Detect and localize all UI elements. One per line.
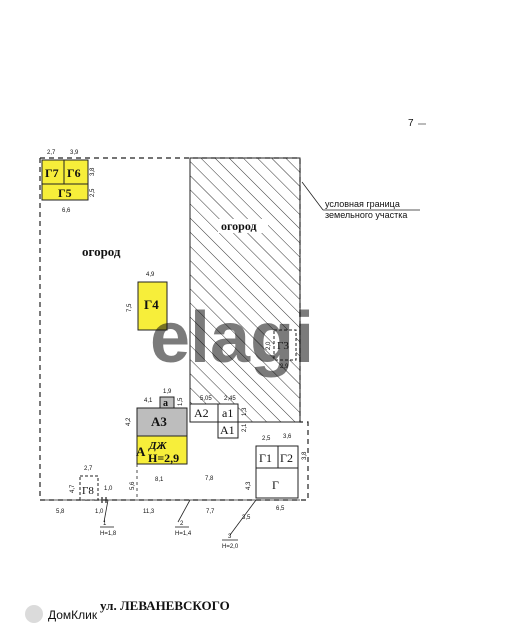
dzh-label: ДЖ xyxy=(148,440,168,452)
marker-2-leader xyxy=(177,499,191,523)
dim-1-9: 1,9 xyxy=(163,389,172,395)
dim-1-3: 1,3 xyxy=(242,407,248,416)
g3-building xyxy=(273,329,297,361)
dim-3-8b: 3,8 xyxy=(302,451,308,460)
boundary-leader xyxy=(301,181,324,211)
a1-building xyxy=(217,421,239,439)
a-small-label: а1 xyxy=(222,406,233,420)
watermark-brand-text: ДомКлик xyxy=(48,608,98,622)
g3-label: Г3 xyxy=(277,340,289,352)
g4-building xyxy=(137,281,168,331)
dim-7-8: 7,8 xyxy=(205,476,214,482)
dim-4-1: 4,1 xyxy=(144,398,153,404)
dim-2-5b: 2,5 xyxy=(262,436,271,442)
g-building xyxy=(255,467,299,499)
marker-2-number: 2 xyxy=(180,521,184,527)
g6-building xyxy=(63,159,89,185)
watermark-brand-icon xyxy=(25,605,43,623)
g5-label: Г5 xyxy=(58,186,72,200)
g-label: Г xyxy=(272,478,279,492)
dim-2-5: 2,5 xyxy=(90,188,96,197)
dim-6-5: 6,5 xyxy=(276,506,285,512)
dim-11-3: 11,3 xyxy=(143,509,155,515)
dim-4-7: 4,7 xyxy=(70,484,76,493)
dim-2-9-g3: 2,9 xyxy=(280,364,289,370)
garden-left-label: огород xyxy=(82,244,121,259)
dim-4-2: 4,2 xyxy=(126,417,132,426)
a-small-box-label: а xyxy=(163,398,168,409)
dim-7-7: 7,7 xyxy=(206,509,215,515)
marker-1-number: 1 xyxy=(103,521,107,527)
boundary-label-line1: условная граница xyxy=(325,199,400,209)
a-label: А xyxy=(136,444,146,459)
dim-4-3: 4,3 xyxy=(246,481,252,490)
marker-1-height: Н=1,8 xyxy=(100,531,117,537)
dim-2-0-g3: 2,0 xyxy=(266,341,272,350)
dim-5-6: 5,6 xyxy=(130,481,136,490)
dim-2-45: 2,45 xyxy=(224,396,236,402)
g2-label: Г2 xyxy=(280,451,293,465)
a-small-box xyxy=(159,396,175,409)
dim-3-9: 3,9 xyxy=(70,150,79,156)
dim-6-6: 6,6 xyxy=(62,208,71,214)
dim-1-0: 1,0 xyxy=(104,486,113,492)
watermark-logo: elagi xyxy=(150,298,314,378)
dim-2-1: 2,1 xyxy=(242,423,248,432)
street-name: ул. ЛЕВАНЕВСКОГО xyxy=(100,598,230,613)
marker-2-height: Н=1,4 xyxy=(175,531,192,537)
g1-label: Г1 xyxy=(259,451,272,465)
dim-5-05: 5,05 xyxy=(200,396,212,402)
dim-5-8: 5,8 xyxy=(56,509,65,515)
dim-4-9: 4,9 xyxy=(146,272,155,278)
boundary-label-line2: земельного участка xyxy=(325,210,407,220)
g5-building xyxy=(41,183,89,201)
dzh-height-label: Н=2,9 xyxy=(148,451,179,465)
g4-label: Г4 xyxy=(144,297,159,312)
dim-3-8: 3,8 xyxy=(90,167,96,176)
marker-3-leader xyxy=(229,499,257,536)
g6-label: Г6 xyxy=(67,166,81,180)
dim-1-0b: 1,0 xyxy=(95,509,104,515)
marker-1-leader xyxy=(103,499,109,523)
garden-right-label: огород xyxy=(221,219,257,233)
marker-3-number: 3 xyxy=(228,534,232,540)
dim-2-7-g8: 2,7 xyxy=(84,466,93,472)
hatched-garden-area xyxy=(189,157,301,423)
a1-label: А1 xyxy=(220,423,235,437)
dim-8-1: 8,1 xyxy=(155,477,164,483)
a-building xyxy=(136,435,188,465)
dim-3-6: 3,6 xyxy=(283,434,292,440)
g8-label: Г8 xyxy=(82,485,94,497)
a2-label: А2 xyxy=(194,406,209,420)
corner-mark: 7 xyxy=(408,118,414,129)
a3-label: А3 xyxy=(151,414,167,429)
hatched-garden-label-bg xyxy=(218,219,268,233)
dim-3-5: 3,5 xyxy=(242,515,251,521)
marker-3-height: Н=2,0 xyxy=(222,544,239,550)
g7-label: Г7 xyxy=(45,166,59,180)
dim-2-7-top: 2,7 xyxy=(47,150,56,156)
dim-7-5: 7,5 xyxy=(127,303,133,312)
dim-1-5: 1,5 xyxy=(178,397,184,406)
